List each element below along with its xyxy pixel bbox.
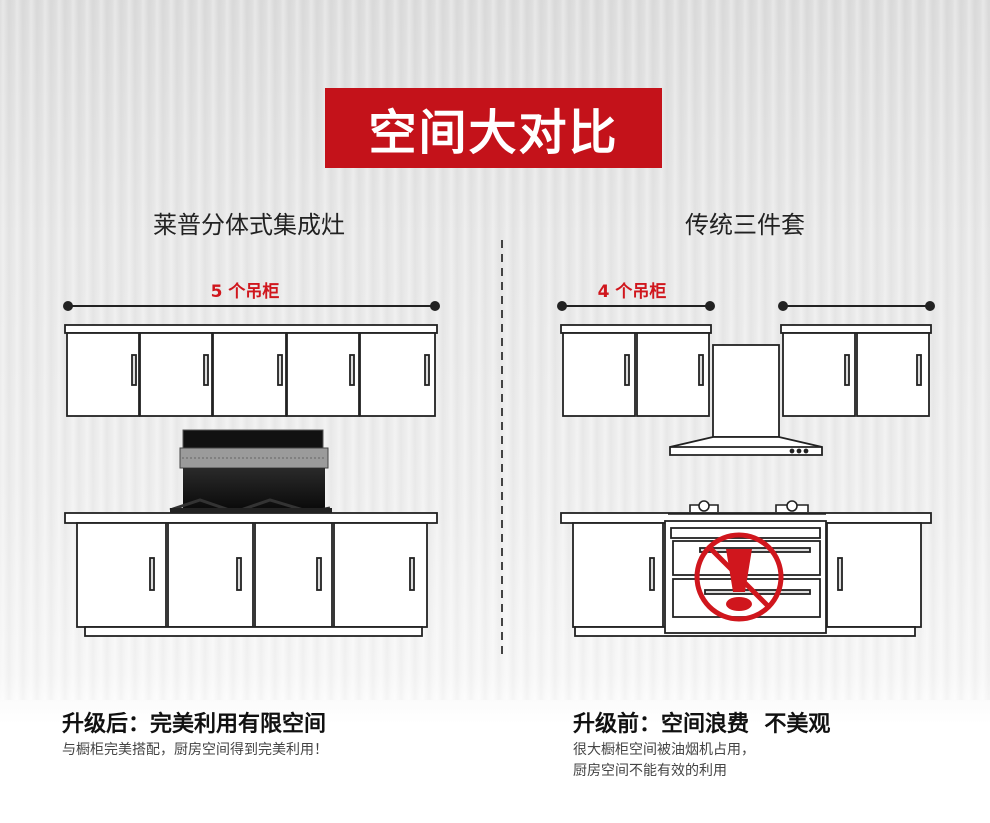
integrated-stove-image bbox=[169, 429, 332, 514]
right-measure-line-right bbox=[778, 301, 935, 311]
right-bottom-desc-line1: 很大橱柜空间被油烟机占用， bbox=[573, 742, 755, 758]
left-bottom-title: 升级后：完美利用有限空间 bbox=[62, 712, 327, 737]
right-measure-line-left bbox=[557, 301, 715, 311]
left-upper-cabinets bbox=[64, 324, 438, 417]
left-cabinet-count: 5 个吊柜 bbox=[211, 281, 280, 302]
left-heading: 莱普分体式集成灶 bbox=[153, 211, 345, 239]
gas-cooktop bbox=[668, 500, 826, 515]
right-cabinet-count: 4 个吊柜 bbox=[598, 281, 667, 302]
page-title: 空间大对比 bbox=[368, 105, 619, 161]
right-bottom-desc: 很大橱柜空间被油烟机占用， 厨房空间不能有效的利用 bbox=[573, 740, 755, 782]
right-bottom-title: 升级前：空间浪费 不美观 bbox=[573, 712, 831, 737]
right-lower-cabinets bbox=[560, 512, 932, 637]
left-lower-cabinets bbox=[64, 512, 438, 637]
range-hood bbox=[669, 344, 823, 456]
right-bottom-desc-line2: 厨房空间不能有效的利用 bbox=[573, 763, 727, 779]
title-banner: 空间大对比 bbox=[325, 88, 662, 168]
right-heading: 传统三件套 bbox=[685, 211, 805, 239]
left-measure-line bbox=[63, 301, 440, 311]
warning-icon bbox=[694, 532, 784, 622]
right-upper-cabinets bbox=[560, 324, 932, 417]
left-bottom-desc: 与橱柜完美搭配，厨房空间得到完美利用！ bbox=[62, 742, 328, 758]
